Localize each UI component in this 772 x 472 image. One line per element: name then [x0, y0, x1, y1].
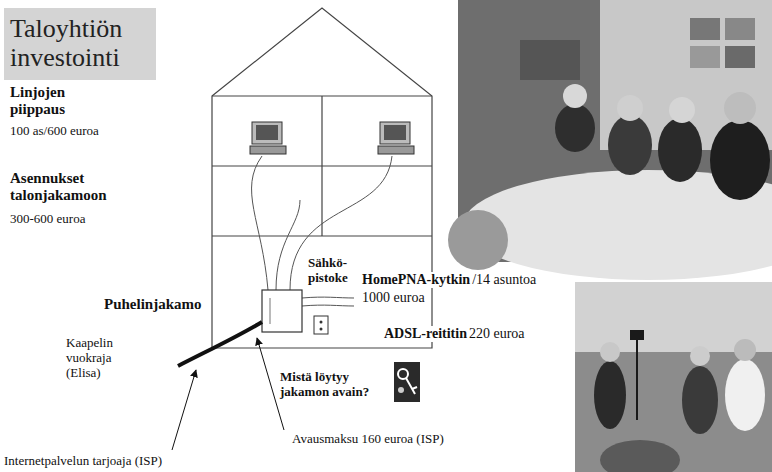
- bold-label: Linjojen piippaus: [10, 84, 102, 119]
- house: [212, 8, 432, 348]
- label: Avausmaksu 160 euroa (ISP): [292, 432, 444, 447]
- computer-icon: [250, 122, 286, 154]
- wall-picture: [725, 46, 755, 68]
- screen: [384, 125, 406, 140]
- person-head: [600, 342, 620, 362]
- person-head: [669, 97, 695, 123]
- computer-icon: [378, 122, 414, 154]
- wire: [290, 156, 392, 290]
- box-detail: [270, 298, 271, 324]
- wire: [276, 200, 300, 290]
- bold-label: ADSL-reititin: [384, 326, 467, 342]
- key-bow: [398, 369, 408, 379]
- wire: [302, 297, 354, 299]
- tripod: [636, 340, 638, 420]
- keyboard: [378, 146, 414, 154]
- bold-label: Sähkö- pistoke: [308, 256, 358, 286]
- person: [682, 366, 718, 434]
- photo-meeting: [448, 0, 772, 280]
- bold-label: HomePNA-kytkin: [362, 272, 470, 288]
- screen: [256, 125, 278, 140]
- label: 220 euroa: [469, 326, 525, 342]
- label: 300-600 euroa: [10, 212, 85, 227]
- title-box: Taloyhtiön investointi: [4, 8, 156, 80]
- person-head: [734, 339, 756, 361]
- monitor: [252, 122, 282, 144]
- label: Internetpalvelun tarjoaja (ISP): [4, 454, 162, 469]
- key-shaft: [406, 378, 415, 394]
- coats: [520, 40, 580, 80]
- socket-hole: [320, 321, 323, 324]
- person-head: [563, 84, 587, 108]
- photo-ground: [575, 282, 772, 472]
- cable: [178, 322, 262, 366]
- house-outline: [212, 8, 432, 348]
- label: /14 asuntoa: [472, 272, 536, 288]
- wall-picture: [725, 18, 755, 40]
- monitor: [380, 122, 410, 144]
- wall-picture: [690, 46, 720, 68]
- key-ground: [394, 362, 420, 402]
- wire: [252, 156, 268, 290]
- wall-line: [321, 96, 322, 236]
- person-head: [617, 95, 643, 121]
- person-head: [690, 346, 710, 366]
- bold-label: Asennukset talonjakamoon: [10, 170, 130, 205]
- wire: [302, 305, 354, 307]
- person: [594, 361, 626, 429]
- person-foreground: [600, 440, 680, 472]
- label: 100 as/600 euroa: [10, 124, 99, 139]
- camera: [630, 330, 644, 340]
- bold-label: Mistä löytyy jakamon avain?: [280, 370, 388, 400]
- person-head: [724, 92, 756, 124]
- person: [555, 104, 595, 152]
- key-bit: [412, 387, 417, 389]
- person: [608, 115, 652, 175]
- person-foreground: [448, 210, 508, 270]
- leader-arrow: [172, 370, 196, 450]
- socket-hole: [320, 328, 323, 331]
- power-socket: [314, 316, 328, 334]
- person: [725, 359, 765, 431]
- person: [658, 118, 702, 182]
- distribution-box: [262, 290, 302, 332]
- label: 1000 euroa: [362, 290, 425, 306]
- key-ring: [398, 387, 404, 393]
- person: [710, 120, 770, 200]
- label: Kaapelin vuokraja (Elisa): [66, 336, 130, 381]
- keyboard: [250, 146, 286, 154]
- wall-picture: [690, 18, 720, 40]
- photo-filming: [575, 282, 772, 472]
- bold-label: Puhelinjakamo: [104, 296, 202, 313]
- key-icon: [394, 362, 420, 402]
- leader-arrow: [257, 338, 284, 430]
